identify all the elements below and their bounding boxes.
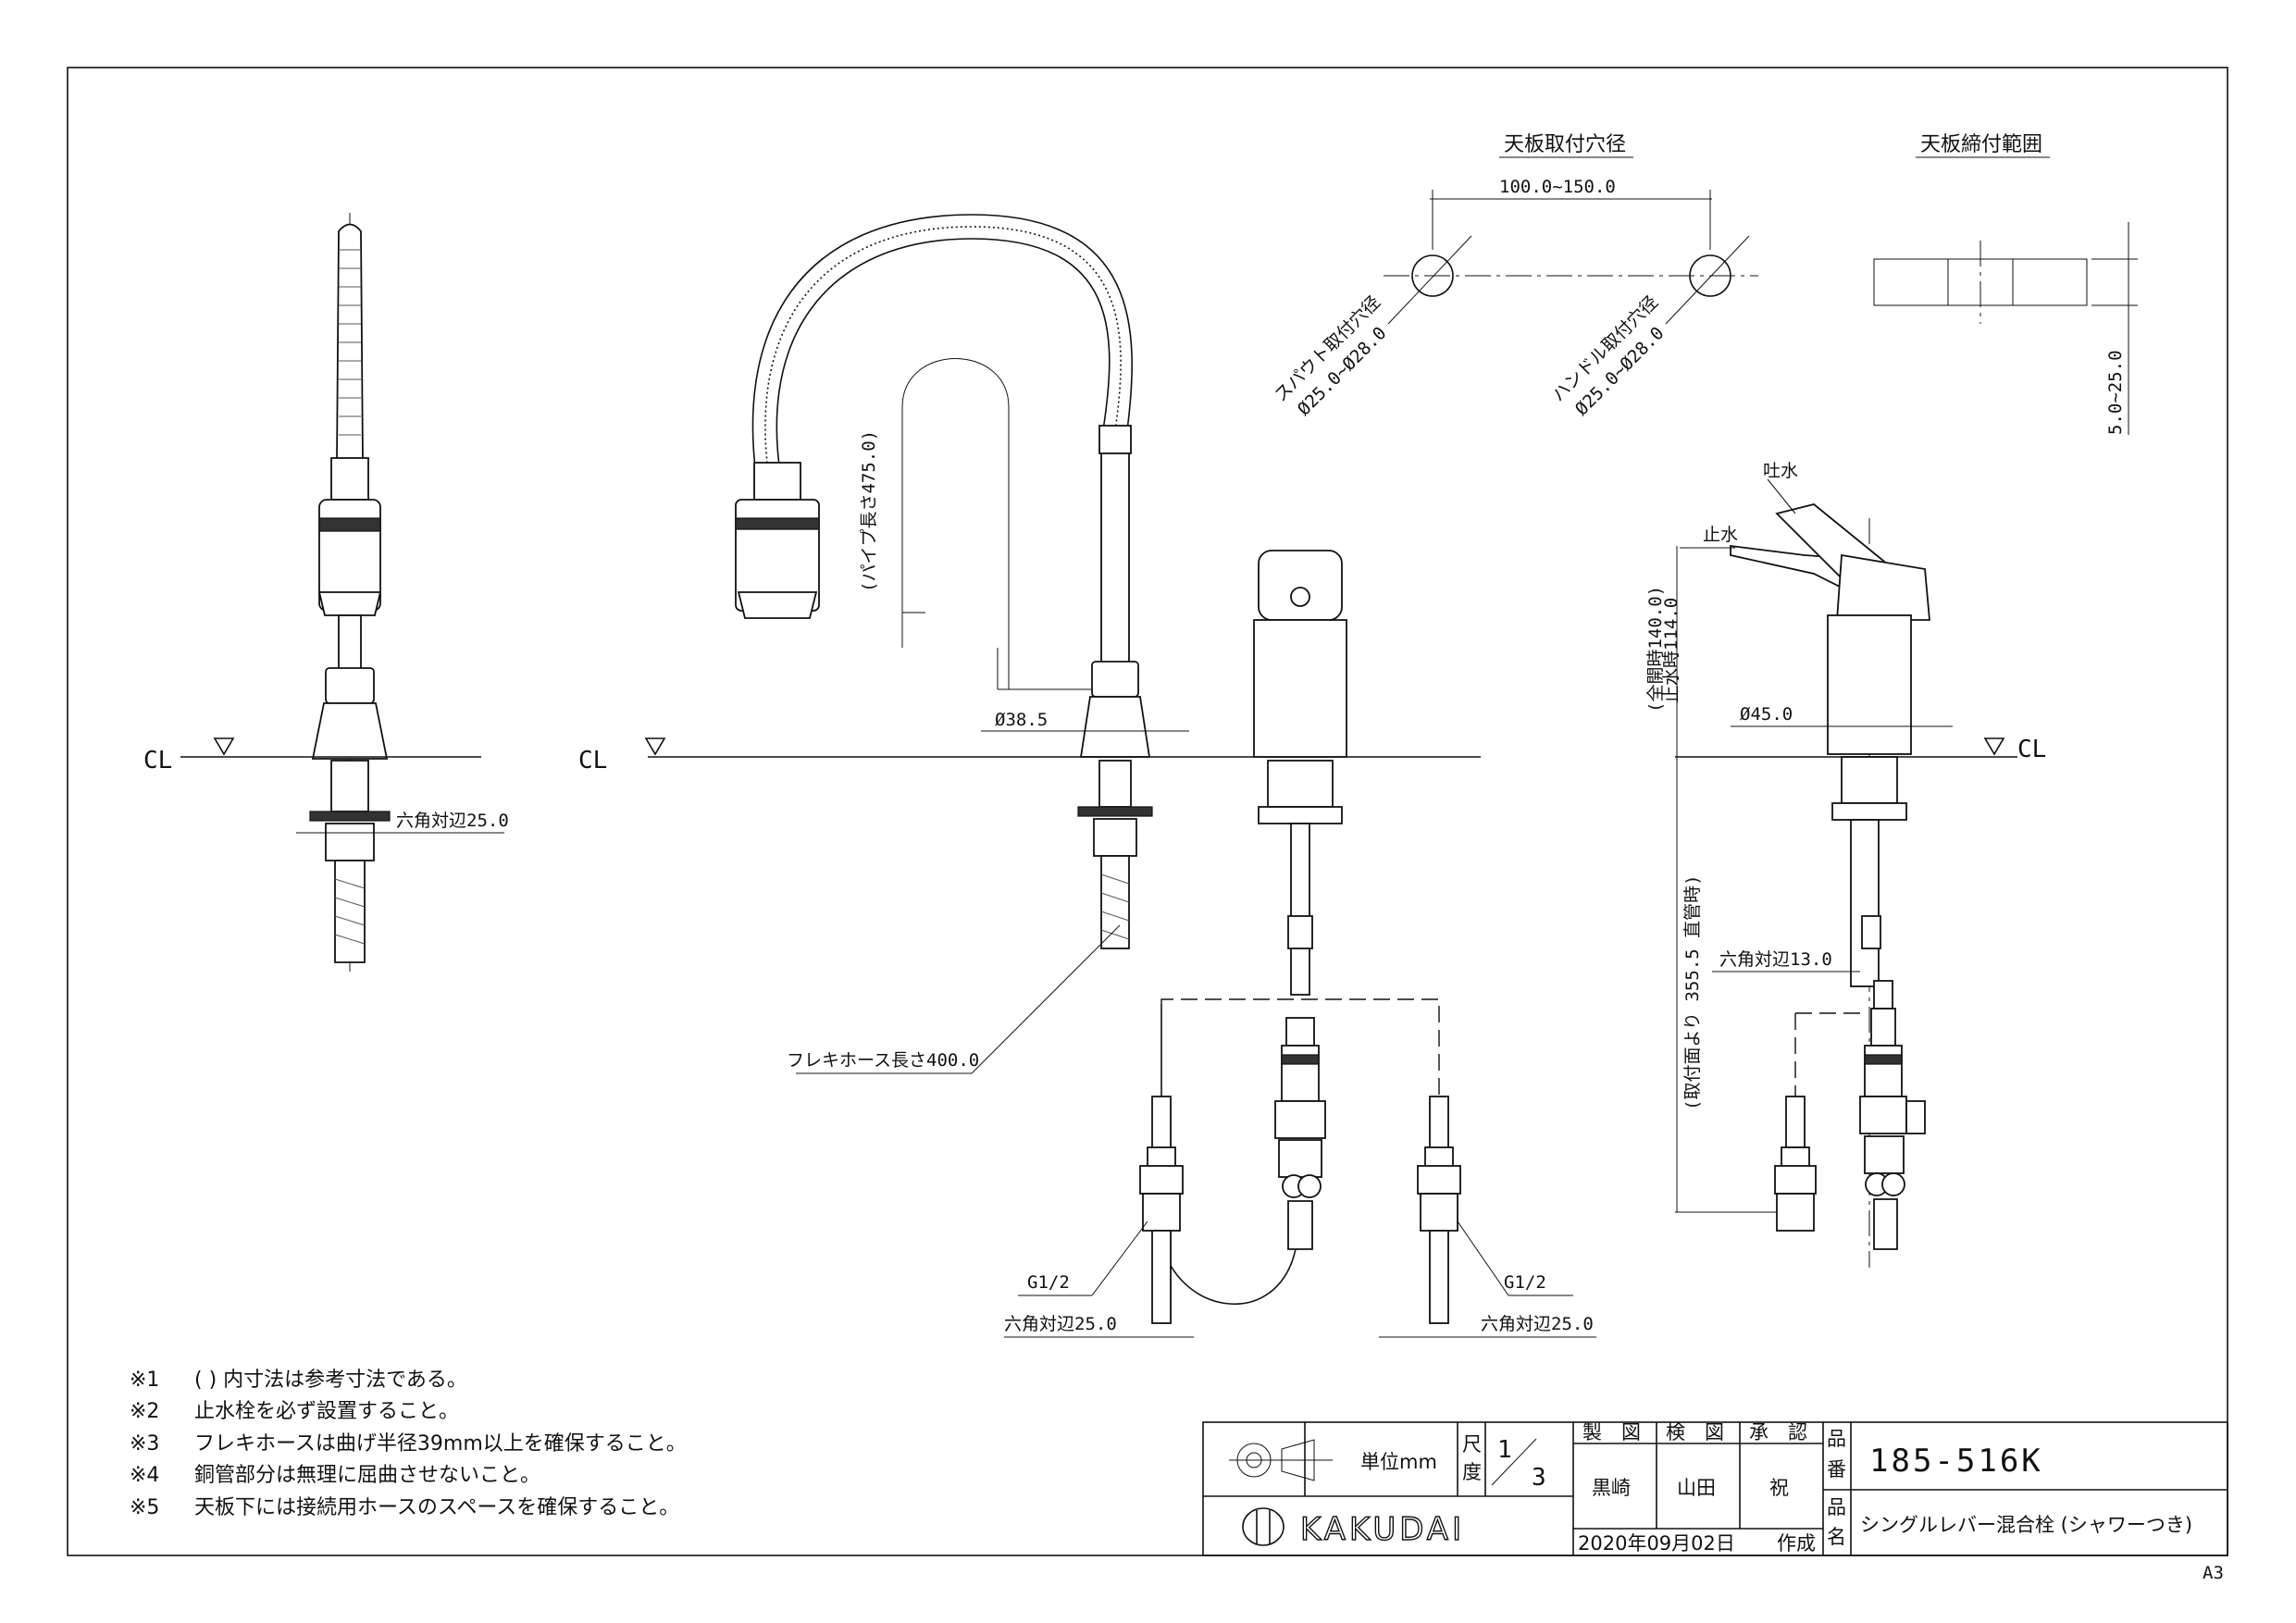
g-left-label: G1/2 [1027, 1272, 1070, 1293]
name-label-top: 品 [1827, 1496, 1846, 1518]
made-label: 製 図 [1582, 1421, 1641, 1443]
full-open-label: (全開時140.0) [1645, 586, 1666, 712]
projection-symbol-icon [1229, 1439, 1333, 1481]
part-no-label-bottom: 番 [1827, 1458, 1846, 1481]
hex-25-mid-left-label: 六角対辺25.0 [1004, 1314, 1117, 1334]
front-view: (パイプ長さ475.0) Ø38.5 CL [578, 214, 1596, 1338]
approved-label: 承 認 [1749, 1421, 1807, 1443]
hex-13-label: 六角対辺13.0 [1719, 949, 1832, 970]
note-3-text: フレキホースは曲げ半径39mm以上を確保すること。 [194, 1432, 687, 1456]
note-3-mark: ※3 [130, 1432, 159, 1456]
g-right-label: G1/2 [1504, 1272, 1546, 1293]
note-4-mark: ※4 [130, 1464, 159, 1487]
scale-label-bottom: 度 [1462, 1461, 1482, 1483]
sheet-border [67, 67, 2228, 1556]
pipe-length-label: (パイプ長さ475.0) [859, 430, 879, 592]
drawing-date: 2020年09月02日 [1578, 1532, 1735, 1555]
scale-label-top: 尺 [1462, 1433, 1482, 1456]
mount-hole-detail: 天板取付穴径 天板締付範囲 100.0~150.0 スパウト取付穴径 Ø25.0… [1271, 133, 2138, 435]
brand-name: KAKUDAI [1300, 1511, 1465, 1548]
note-4-text: 銅管部分は無理に屈曲させないこと。 [194, 1464, 540, 1487]
cl-label-right: CL [2017, 736, 2046, 763]
side-view-right: 止水 吐水 (全開時140.0) 止水時114.0 Ø45.0 CL (取付面よ… [1645, 461, 2046, 1268]
clamp-range-value: 5.0~25.0 [2105, 350, 2126, 435]
part-no-label-top: 品 [1827, 1428, 1846, 1450]
note-5-mark: ※5 [130, 1496, 159, 1519]
checked-label: 検 図 [1666, 1421, 1724, 1443]
cl-label-front: CL [578, 747, 607, 774]
note-1-mark: ※1 [130, 1369, 159, 1392]
notes: ※1 ( ) 内寸法は参考寸法である。 ※2 止水栓を必ず設置すること。 ※3 … [130, 1369, 687, 1519]
product-name: シングルレバー混合栓 (シャワーつき) [1860, 1514, 2192, 1536]
kakudai-logo-icon: KAKUDAI [1242, 1507, 1465, 1549]
hex-25-left-label: 六角対辺25.0 [396, 811, 509, 831]
flex-hose-label: フレキホース長さ400.0 [787, 1050, 979, 1071]
scale-denominator: 3 [1532, 1464, 1546, 1492]
dia-38-5-label: Ø38.5 [995, 710, 1048, 730]
scale-numerator: 1 [1497, 1436, 1512, 1464]
depth-below-label: (取付面より 355.5 直管時) [1682, 874, 1703, 1110]
mount-hole-title: 天板取付穴径 [1504, 133, 1626, 156]
name-label-bottom: 名 [1827, 1526, 1846, 1548]
approved-name: 祝 [1769, 1477, 1789, 1499]
part-number: 185-516K [1869, 1443, 2043, 1480]
made-name: 黒崎 [1592, 1477, 1631, 1499]
hole-spacing-label: 100.0~150.0 [1499, 177, 1616, 197]
stop-height-label: 止水時114.0 [1661, 598, 1682, 703]
note-2-mark: ※2 [130, 1400, 159, 1423]
note-1-text: ( ) 内寸法は参考寸法である。 [194, 1369, 467, 1392]
sheet-size: A3 [2203, 1563, 2224, 1583]
clamp-range-title: 天板締付範囲 [1920, 133, 2042, 156]
hex-25-mid-right-label: 六角対辺25.0 [1481, 1314, 1594, 1334]
note-5-text: 天板下には接続用ホースのスペースを確保すること。 [194, 1496, 679, 1519]
note-2-text: 止水栓を必ず設置すること。 [194, 1400, 459, 1423]
stop-label: 止水 [1703, 525, 1738, 545]
title-block: 単位mm 尺 度 1 3 製 図 検 図 承 認 黒崎 山田 祝 品 番 185… [1202, 1421, 2228, 1556]
cl-label-left: CL [143, 747, 172, 774]
side-view-left: CL 六角対辺25.0 [143, 213, 509, 972]
outlet-label: 吐水 [1763, 461, 1798, 481]
unit-label: 単位mm [1360, 1451, 1437, 1473]
created-label: 作成 [1777, 1532, 1816, 1555]
dia-45-label: Ø45.0 [1740, 704, 1793, 725]
checked-name: 山田 [1677, 1477, 1716, 1499]
